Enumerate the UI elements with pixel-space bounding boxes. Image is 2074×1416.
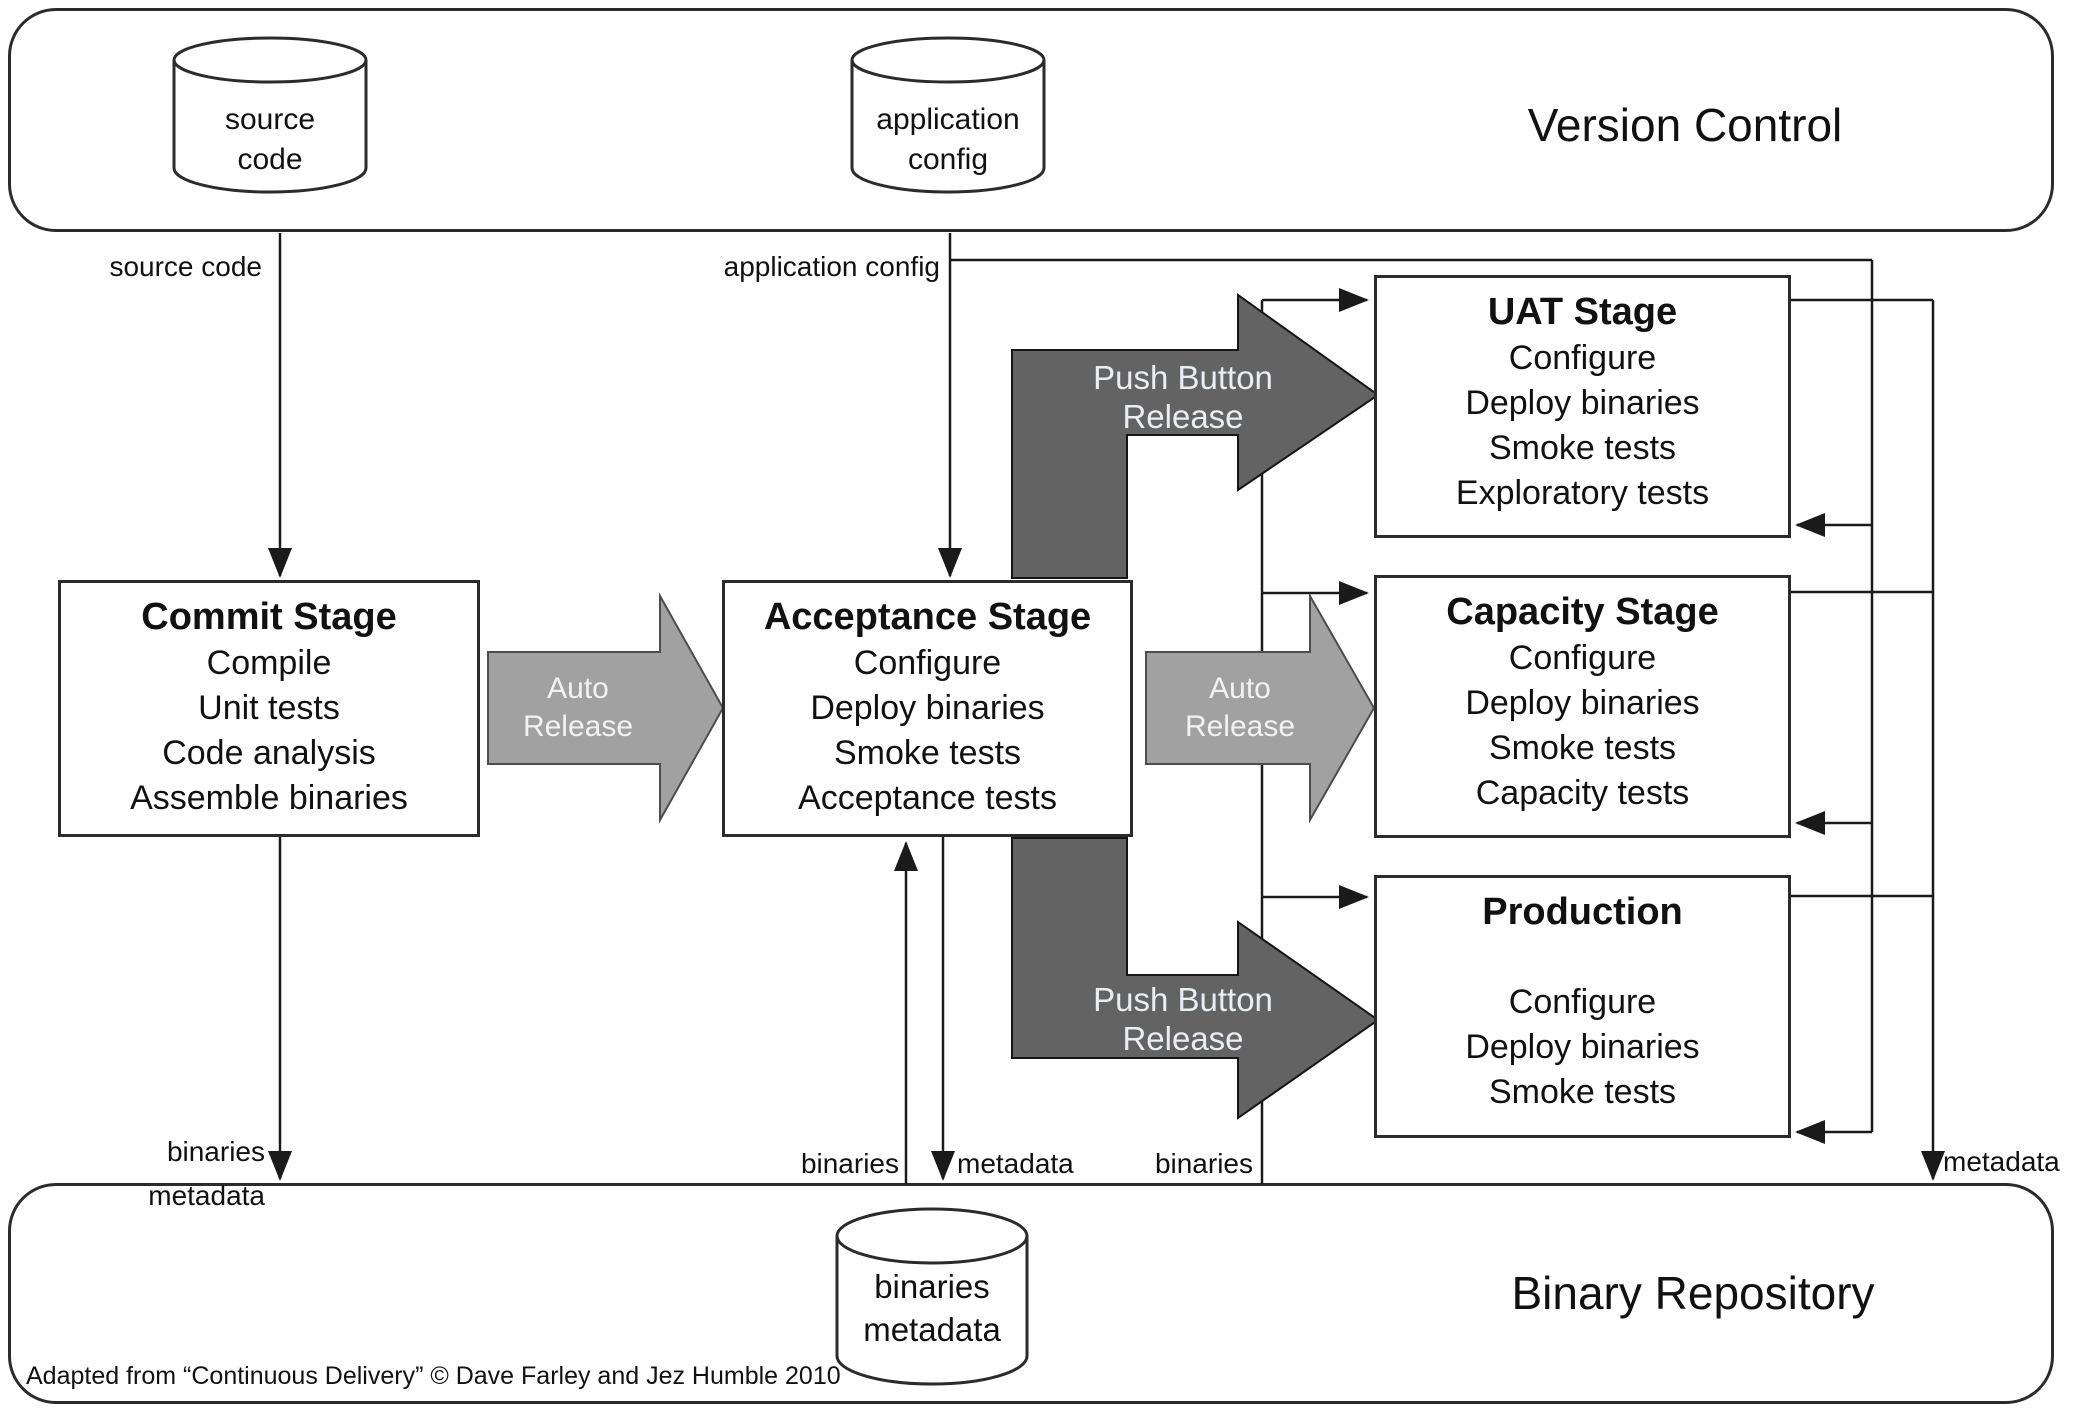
stage-item: Configure bbox=[1508, 983, 1657, 1021]
application-config-edge-label: application config bbox=[723, 251, 940, 282]
repo-to-acceptance-edge-label: binaries bbox=[800, 1148, 899, 1179]
commit-stage-title: Commit Stage bbox=[141, 596, 397, 638]
auto-release-arrow-commit-to-acceptance bbox=[487, 592, 725, 824]
application-config-cylinder-label: application config bbox=[876, 103, 1020, 176]
acceptance-to-repo-edge-label: metadata bbox=[957, 1148, 1074, 1179]
source-code-database-cylinder-icon bbox=[172, 36, 368, 194]
source-code-edge-label: source code bbox=[109, 251, 262, 282]
commit-stage-box: Commit Stage Compile Unit tests Code ana… bbox=[58, 580, 480, 837]
binary-repository-database-cylinder-icon bbox=[835, 1207, 1029, 1386]
push-button-release-arrow-to-production bbox=[1011, 837, 1380, 1120]
stage-item: Code analysis bbox=[162, 734, 376, 772]
binary-repository-container bbox=[8, 1183, 2054, 1404]
auto-release-label-commit: Auto Release bbox=[522, 672, 634, 743]
stage-item: Smoke tests bbox=[1488, 1073, 1677, 1111]
binaries-metadata-cylinder-label: binaries metadata bbox=[863, 1268, 1001, 1348]
stage-item: Compile bbox=[206, 644, 332, 682]
production-stage-box: Production Configure Deploy binaries Smo… bbox=[1374, 875, 1791, 1138]
stage-item: Acceptance tests bbox=[798, 779, 1057, 817]
stages-to-repo-edge-label: metadata bbox=[1943, 1146, 2060, 1177]
stage-item: Exploratory tests bbox=[1455, 474, 1710, 512]
stage-item: Configure bbox=[1508, 339, 1657, 377]
stage-item: Deploy binaries bbox=[810, 689, 1045, 727]
uat-stage-box: UAT Stage Configure Deploy binaries Smok… bbox=[1374, 275, 1791, 538]
capacity-stage-box: Capacity Stage Configure Deploy binaries… bbox=[1374, 575, 1791, 838]
stage-item: Smoke tests bbox=[833, 734, 1022, 772]
stage-item: Configure bbox=[853, 644, 1002, 682]
push-button-release-label-production: Push Button Release bbox=[1093, 981, 1273, 1057]
stage-item: Unit tests bbox=[198, 689, 340, 727]
application-config-database-cylinder-icon bbox=[850, 36, 1046, 194]
push-button-release-label-uat: Push Button Release bbox=[1093, 359, 1273, 435]
attribution-text: Adapted from “Continuous Delivery” © Dav… bbox=[26, 1362, 841, 1390]
repo-to-stages-edge-label: binaries bbox=[1154, 1148, 1253, 1179]
production-stage-items: Configure Deploy binaries Smoke tests bbox=[1377, 980, 1788, 1115]
stage-item: Capacity tests bbox=[1475, 774, 1690, 812]
commit-stage-items: Compile Unit tests Code analysis Assembl… bbox=[61, 641, 477, 821]
uat-stage-items: Configure Deploy binaries Smoke tests Ex… bbox=[1377, 336, 1788, 516]
acceptance-stage-title: Acceptance Stage bbox=[763, 596, 1092, 638]
uat-stage-title: UAT Stage bbox=[1487, 291, 1678, 333]
stage-item: Deploy binaries bbox=[1465, 684, 1700, 722]
commit-to-repo-edge-label: binaries metadata bbox=[148, 1136, 265, 1211]
auto-release-arrow-acceptance-to-capacity bbox=[1145, 592, 1376, 824]
stage-item: Assemble binaries bbox=[130, 779, 408, 817]
capacity-stage-title: Capacity Stage bbox=[1446, 591, 1719, 633]
capacity-stage-items: Configure Deploy binaries Smoke tests Ca… bbox=[1377, 636, 1788, 816]
acceptance-stage-items: Configure Deploy binaries Smoke tests Ac… bbox=[725, 641, 1130, 821]
stage-item: Deploy binaries bbox=[1465, 384, 1700, 422]
auto-release-label-capacity: Auto Release bbox=[1184, 672, 1296, 743]
stage-item: Smoke tests bbox=[1488, 729, 1677, 767]
binary-repository-label: Binary Repository bbox=[1511, 1267, 1875, 1319]
version-control-label: Version Control bbox=[1527, 99, 1843, 151]
stage-item: Smoke tests bbox=[1488, 429, 1677, 467]
push-button-release-arrow-to-uat bbox=[1011, 293, 1380, 579]
stage-item: Deploy binaries bbox=[1465, 1028, 1700, 1066]
source-code-cylinder-label: source code bbox=[224, 103, 316, 176]
stage-item: Configure bbox=[1508, 639, 1657, 677]
acceptance-stage-box: Acceptance Stage Configure Deploy binari… bbox=[722, 580, 1133, 837]
production-stage-title: Production bbox=[1482, 891, 1683, 933]
